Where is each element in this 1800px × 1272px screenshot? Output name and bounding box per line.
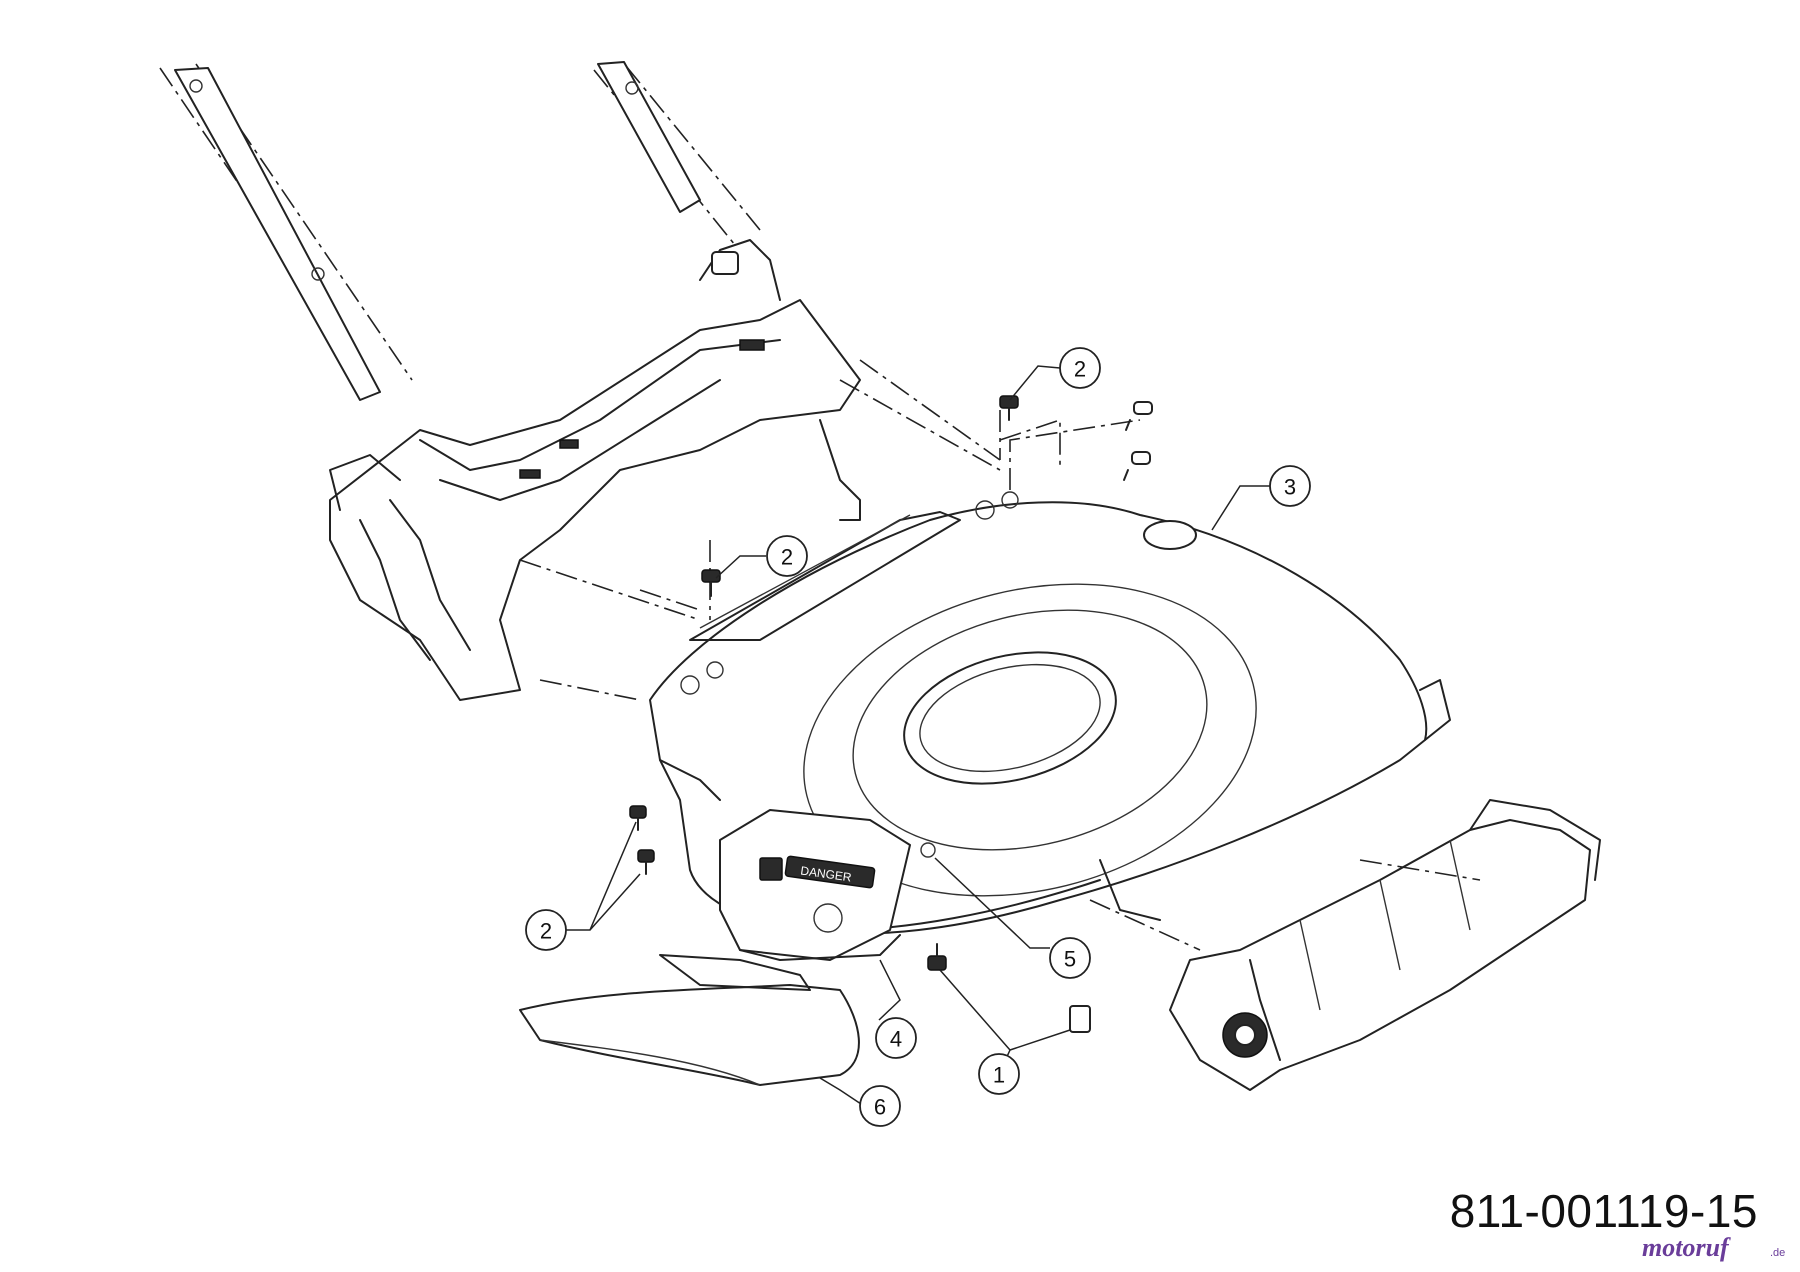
callout-1: 1 (978, 1053, 1020, 1095)
washer (920, 842, 936, 858)
screw (629, 805, 647, 831)
handle-bars (159, 61, 761, 401)
watermark-suffix: .de (1770, 1247, 1785, 1259)
callout-6-label: 6 (874, 1095, 886, 1120)
screws (629, 395, 1153, 1033)
watermark-logo: motoruf .de (1642, 1233, 1785, 1262)
watermark-brand: motoruf (1642, 1233, 1731, 1262)
discharge-door: DANGER (719, 809, 911, 961)
assembly-lines (519, 359, 1481, 951)
callout-2-label: 2 (540, 919, 552, 944)
callout-3-label: 3 (1284, 475, 1296, 500)
callout-5-label: 5 (1064, 947, 1076, 972)
deflector-shield (519, 954, 860, 1086)
callout-6: 6 (859, 1085, 901, 1127)
screw (927, 943, 947, 971)
callout-2a: 2 (1059, 347, 1101, 389)
screw (701, 569, 721, 597)
callout-4: 4 (875, 1017, 917, 1059)
callout-3: 3 (1269, 465, 1311, 507)
screw (1069, 1005, 1091, 1033)
callout-1-label: 1 (993, 1063, 1005, 1088)
part-number: 811-001119-15 (1449, 1185, 1758, 1237)
side-adapter (1169, 799, 1601, 1091)
rear-frame-assembly (329, 239, 861, 701)
screw (1123, 451, 1151, 481)
callout-2c: 2 (525, 909, 567, 951)
screw (999, 395, 1019, 421)
callout-2-label: 2 (781, 545, 793, 570)
callout-2-label: 2 (1074, 357, 1086, 382)
screw (637, 849, 655, 875)
callout-5: 5 (1049, 937, 1091, 979)
callout-4-label: 4 (890, 1027, 902, 1052)
screw (1125, 401, 1153, 431)
callout-2b: 2 (766, 535, 808, 577)
callout-leaders (554, 365, 1270, 1107)
